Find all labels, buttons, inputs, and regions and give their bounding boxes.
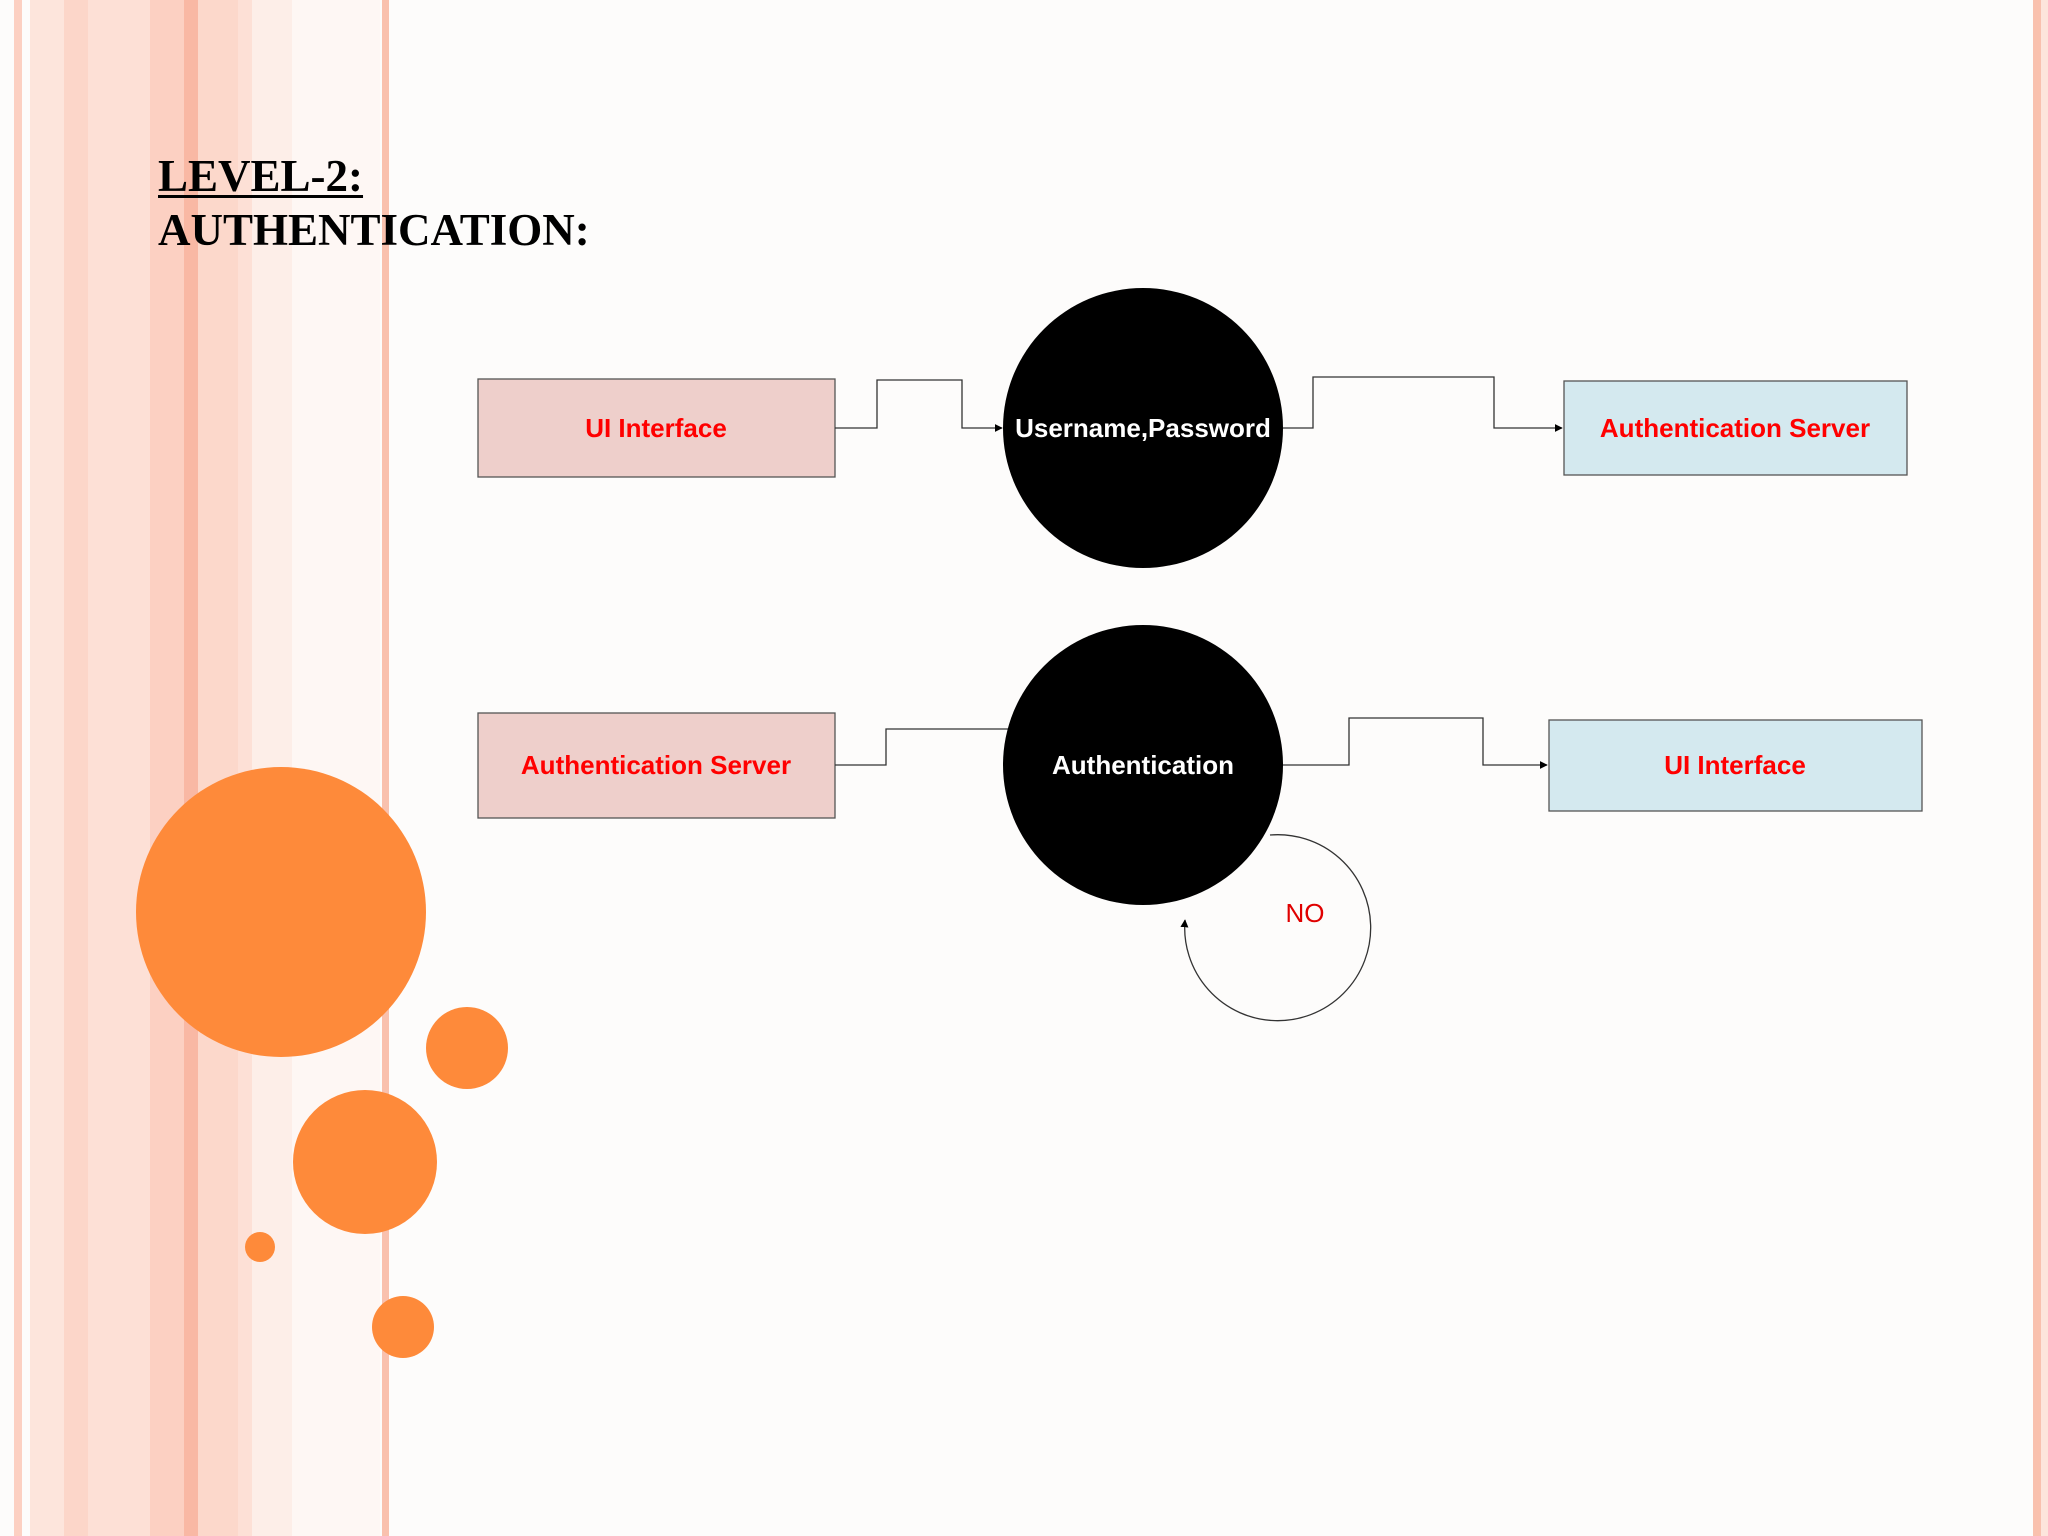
page-title-level: LEVEL-2: [158, 151, 364, 201]
decorative-bubbles [136, 767, 508, 1358]
bubble [293, 1090, 437, 1234]
bubble [136, 767, 426, 1057]
entity-authentication-server-source [477, 712, 836, 819]
flow-arrow [835, 379, 1003, 432]
stripe [150, 0, 190, 1536]
flow-arrow [1283, 717, 1548, 769]
stripe [30, 0, 64, 1536]
process-label: Username,Password [1015, 413, 1271, 443]
bubble [426, 1007, 508, 1089]
decorative-stripes [14, 0, 2048, 1536]
dfd-row-1: UI Interface Username,Password Authentic… [477, 288, 1908, 568]
bubble [245, 1232, 275, 1262]
entity-label: UI Interface [1664, 750, 1806, 780]
process-authentication [1003, 625, 1283, 905]
entity-ui-interface-source [477, 378, 836, 478]
stripe [198, 0, 238, 1536]
stripe [382, 0, 389, 1536]
stripe [238, 0, 252, 1536]
stripe [292, 0, 380, 1536]
loop-arrow [1180, 834, 1372, 1022]
loop-label: NO [1286, 898, 1325, 928]
process-label: Authentication [1052, 750, 1234, 780]
flow-line [835, 728, 1008, 766]
flow-arrow [1283, 376, 1563, 432]
stripe [2041, 0, 2048, 1536]
stripe [64, 0, 88, 1536]
entity-authentication-server-target [1563, 380, 1908, 476]
stripe [88, 0, 150, 1536]
process-username-password [1003, 288, 1283, 568]
entity-label: Authentication Server [1600, 413, 1870, 443]
bubble [372, 1296, 434, 1358]
page-title-topic: AUTHENTICATION: [158, 205, 590, 255]
entity-label: Authentication Server [521, 750, 791, 780]
stripe [2033, 0, 2041, 1536]
entity-label: UI Interface [585, 413, 727, 443]
stripe [14, 0, 22, 1536]
entity-ui-interface-target [1548, 719, 1923, 812]
dfd-row-2: Authentication Server Authentication UI … [477, 625, 1923, 1022]
stripe [184, 0, 198, 1536]
